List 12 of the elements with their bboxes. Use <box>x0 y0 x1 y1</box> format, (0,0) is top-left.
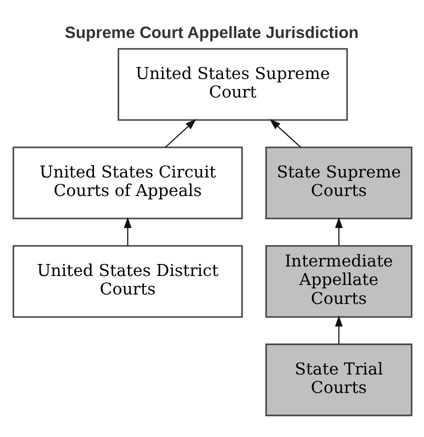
node-box: Intermediate Appellate Courts <box>264 245 412 318</box>
arrow <box>269 119 301 148</box>
arrow <box>164 119 196 148</box>
arrow <box>334 316 342 344</box>
node-box: State Supreme Courts <box>264 146 412 220</box>
node-box: United States Supreme Court <box>117 48 348 121</box>
node-box: United States Circuit Courts of Appeals <box>12 146 242 220</box>
arrow <box>123 217 132 246</box>
node-box: State Trial Courts <box>264 344 412 416</box>
diagram-title: Supreme Court Appellate Jurisdiction <box>64 24 358 42</box>
node-box: United States District Courts <box>12 245 242 318</box>
arrow <box>334 217 342 246</box>
